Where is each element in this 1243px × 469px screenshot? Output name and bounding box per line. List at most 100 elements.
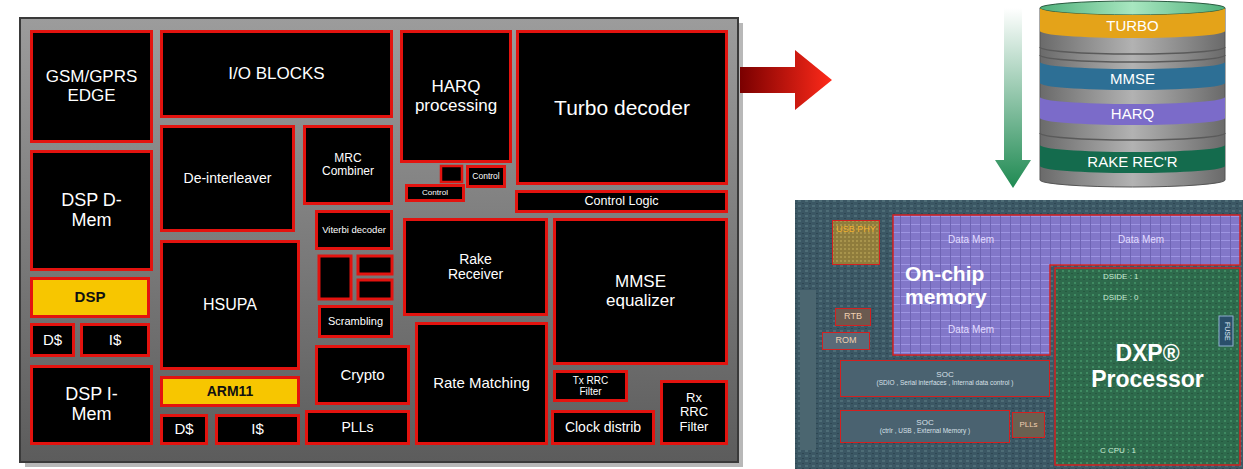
memory-label: Data Mem xyxy=(1118,234,1164,245)
chip-region: RTB xyxy=(835,308,871,326)
block-detail: (ctrlr , USB , External Memory ) xyxy=(880,427,970,434)
stack-band: TURBO xyxy=(1040,8,1225,38)
block-label: Control xyxy=(472,172,499,181)
block-label: TURBO xyxy=(1106,18,1159,35)
memory-label: Data Mem xyxy=(948,324,994,335)
block-label: DSP D-Mem xyxy=(57,191,127,231)
pll-area xyxy=(1012,412,1045,438)
block-box: Clock distrib xyxy=(551,410,655,445)
block-label: Control xyxy=(422,189,448,198)
chip-die xyxy=(795,200,1243,469)
block-label: USB PHY xyxy=(836,225,876,235)
block-label: ROM xyxy=(836,336,857,346)
cache-label: DSIDE : 1 xyxy=(1103,273,1139,282)
block-label: RTB xyxy=(844,312,862,322)
block-label: Scrambling xyxy=(328,315,383,327)
block-label: Rake Receiver xyxy=(441,252,511,283)
block-label: MRC Combiner xyxy=(308,152,388,178)
disk-line xyxy=(1040,133,1225,140)
block-box: DSP I-Mem xyxy=(30,365,153,445)
block-detail: (SDIO , Serial interfaces , Internal dat… xyxy=(877,379,1014,386)
block-box: Turbo decoder xyxy=(516,30,728,185)
stack-cap xyxy=(1040,1,1225,15)
core-box: ARM11 xyxy=(160,376,300,407)
block-label: De-interleaver xyxy=(184,171,272,186)
chip-region: SOC(SDIO , Serial interfaces , Internal … xyxy=(840,360,1050,397)
stack-body xyxy=(1040,8,1225,187)
block-box: MRC Combiner xyxy=(303,125,393,205)
block-box: MMSE equalizer xyxy=(553,218,728,365)
chip-region: PLLs xyxy=(1012,412,1045,438)
blank-block xyxy=(358,256,392,274)
block-label: D$ xyxy=(43,332,62,349)
block-label: ARM11 xyxy=(207,384,254,399)
block-label: PLLs xyxy=(342,420,374,435)
block-label: Rate Matching xyxy=(433,375,530,392)
block-box: Rate Matching xyxy=(415,322,548,445)
floorplan-panel xyxy=(20,18,738,462)
block-label: GSM/GPRS EDGE xyxy=(35,68,148,105)
block-box: PLLs xyxy=(305,410,410,445)
processor-area xyxy=(1055,268,1240,465)
block-label: DSP xyxy=(75,289,106,306)
block-box: Scrambling xyxy=(318,305,393,338)
fuse-label: FUSE xyxy=(1223,322,1231,341)
block-box: DSP D-Mem xyxy=(30,150,153,271)
block-label: SOC xyxy=(936,371,953,380)
block-label: PLLs xyxy=(1019,421,1037,430)
blank-block xyxy=(358,280,392,299)
block-label: HSUPA xyxy=(203,296,257,314)
block-label: Control Logic xyxy=(584,195,658,209)
block-box: GSM/GPRS EDGE xyxy=(30,30,153,143)
block-box: Control xyxy=(405,184,465,202)
block-label: DXP® Processor xyxy=(1088,341,1208,392)
block-label: HARQ processing xyxy=(405,78,507,115)
memory-label: Data Mem xyxy=(948,234,994,245)
block-box: Tx RRC Filter xyxy=(553,370,628,402)
block-label: I$ xyxy=(109,332,122,349)
stack-band: HARQ xyxy=(1040,97,1225,125)
cache-box: I$ xyxy=(215,414,300,445)
block-label: RAKE REC'R xyxy=(1087,154,1177,171)
block-label: SOC xyxy=(916,419,933,428)
block-label: MMSE xyxy=(1110,71,1155,88)
block-label: D$ xyxy=(174,421,193,438)
block-label: I/O BLOCKS xyxy=(228,65,324,84)
cache-box: I$ xyxy=(80,323,150,357)
blank-block xyxy=(319,256,351,299)
rtb-area xyxy=(835,308,871,326)
chip-strip xyxy=(800,290,816,450)
band-shape xyxy=(1040,97,1225,125)
block-label: On-chip memory xyxy=(905,262,1005,308)
block-label: I$ xyxy=(251,421,264,438)
block-box: I/O BLOCKS xyxy=(160,30,393,118)
band-shape xyxy=(1040,145,1225,173)
block-box: Crypto xyxy=(315,345,410,405)
block-box: Rake Receiver xyxy=(403,218,548,316)
disk-line xyxy=(1040,47,1225,54)
block-label: Viterbi decoder xyxy=(322,225,386,235)
rom-area xyxy=(822,332,870,350)
fuse-block xyxy=(1219,316,1233,346)
block-box: HARQ processing xyxy=(400,30,512,163)
block-arrow xyxy=(740,50,832,110)
block-box: Viterbi decoder xyxy=(315,210,393,250)
block-label: Rx RRC Filter xyxy=(674,391,714,434)
soc-area xyxy=(840,360,1050,397)
down-arrow xyxy=(995,8,1031,188)
band-shape xyxy=(1040,8,1225,38)
block-label: MMSE equalizer xyxy=(591,273,691,310)
blank-block xyxy=(441,166,462,182)
block-label: DSP I-Mem xyxy=(57,385,127,425)
stack-band: RAKE REC'R xyxy=(1040,145,1225,173)
block-label: Tx RRC Filter xyxy=(565,375,617,397)
chip-region: ROM xyxy=(822,332,870,350)
usb-area xyxy=(832,220,880,265)
block-label: Clock distrib xyxy=(565,420,641,435)
cache-label: DSIDE : 0 xyxy=(1103,294,1139,303)
disk-line xyxy=(1040,55,1225,62)
block-label: Turbo decoder xyxy=(554,96,690,119)
cpu-label: C CPU : 1 xyxy=(1100,447,1136,456)
cache-box: D$ xyxy=(30,323,75,357)
block-label: HARQ xyxy=(1111,106,1154,123)
